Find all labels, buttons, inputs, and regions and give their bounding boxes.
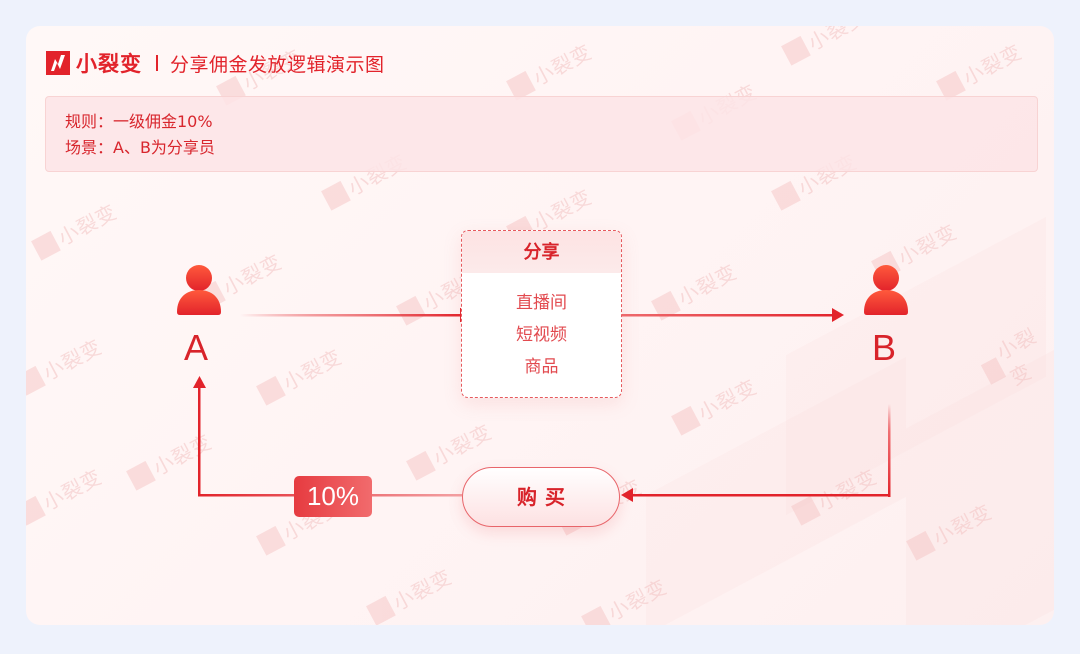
share-channel-list: 直播间 短视频 商品 bbox=[462, 273, 621, 383]
share-box: 分享 直播间 短视频 商品 bbox=[461, 230, 622, 398]
page-header: 小裂变 分享佣金发放逻辑演示图 bbox=[46, 50, 385, 76]
node-b-label: B bbox=[872, 327, 897, 368]
brand-name: 小裂变 bbox=[76, 52, 142, 76]
brand-logo-icon bbox=[46, 51, 70, 75]
buy-node: 购买 bbox=[462, 467, 620, 527]
person-a-icon bbox=[177, 265, 221, 315]
share-title: 分享 bbox=[462, 231, 621, 273]
scene-text: 场景：A、B为分享员 bbox=[65, 138, 215, 157]
node-a-label: A bbox=[184, 327, 209, 368]
diagram-card: 小裂变 小裂变 小裂变 小裂变 小裂变 小裂变 小裂变 小裂变 小裂变 小裂变 … bbox=[26, 26, 1054, 625]
rule-text: 规则：一级佣金10% bbox=[65, 112, 213, 131]
share-channel-item: 商品 bbox=[524, 357, 559, 377]
header-divider bbox=[156, 55, 158, 71]
person-b-icon bbox=[864, 265, 908, 315]
rules-panel: 规则：一级佣金10% 场景：A、B为分享员 bbox=[45, 96, 1038, 172]
share-channel-item: 直播间 bbox=[516, 293, 567, 313]
commission-badge: 10% bbox=[294, 476, 372, 517]
page-title: 分享佣金发放逻辑演示图 bbox=[170, 53, 385, 76]
share-channel-item: 短视频 bbox=[516, 325, 567, 345]
